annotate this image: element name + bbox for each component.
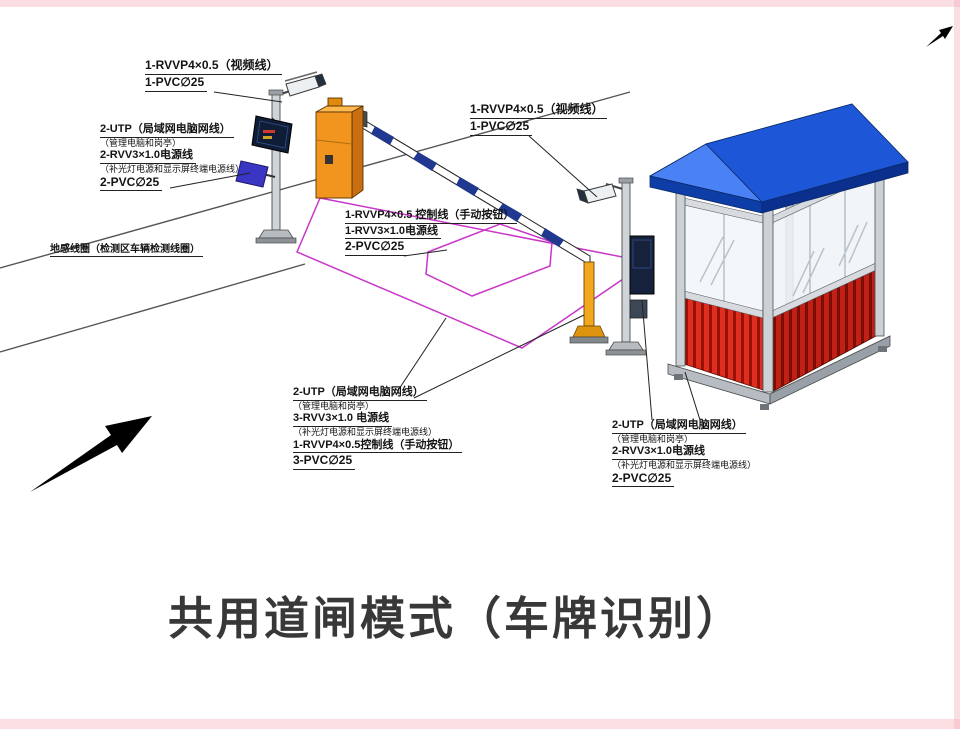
led-display-icon bbox=[251, 115, 293, 154]
cable-note-line: （管理电脑和岗亭） bbox=[612, 433, 694, 444]
label-booth-cables: 2-UTP（局域网电脑网线） （管理电脑和岗亭） 2-RVV3×1.0电源线 （… bbox=[612, 418, 757, 488]
entry-lpr-camera-icon bbox=[284, 71, 327, 97]
cable-spec-line: 2-PVC∅25 bbox=[100, 175, 163, 192]
booth-roof bbox=[648, 103, 909, 214]
booth-columns bbox=[675, 169, 885, 393]
cable-spec-line: 2-UTP（局域网电脑网线） bbox=[612, 418, 746, 434]
corner-arrow-icon bbox=[926, 26, 953, 47]
cable-spec-line: 2-RVV3×1.0电源线 bbox=[100, 148, 197, 164]
boom-stripes bbox=[371, 126, 564, 247]
cable-note-line: （补光灯电源和显示屏终端电源线） bbox=[100, 163, 245, 174]
label-exit-pole-cables: 2-UTP（局域网电脑网线） （管理电脑和岗亭） 3-RVV3×1.0 电源线 … bbox=[293, 385, 463, 470]
cable-spec-line: 1-RVVP4×0.5 控制线（手动按钮） bbox=[345, 208, 518, 224]
entry-pole bbox=[271, 93, 281, 231]
detection-zone-outline bbox=[296, 197, 650, 349]
cable-spec-line: 1-RVVP4×0.5（视频线） bbox=[470, 102, 607, 119]
barrier-cabinet bbox=[315, 97, 364, 199]
exit-lpr-camera-icon bbox=[576, 183, 617, 204]
cable-spec-line: 1-RVVP4×0.5（视频线） bbox=[145, 58, 282, 75]
barrier-gate bbox=[315, 97, 609, 344]
detection-area bbox=[296, 197, 650, 349]
leader-lines bbox=[169, 91, 701, 421]
guard-booth bbox=[648, 103, 909, 410]
label-entry-camera-cables: 1-RVVP4×0.5（视频线） 1-PVC∅25 bbox=[145, 58, 282, 92]
booth-base bbox=[667, 335, 891, 410]
window-glare-lines bbox=[699, 221, 868, 297]
cable-spec-line: 1-RVVP4×0.5控制线（手动按钮） bbox=[293, 438, 463, 454]
entry-camera-pole bbox=[235, 71, 327, 244]
road-lines bbox=[0, 91, 631, 353]
cable-spec-line: 3-PVC∅25 bbox=[293, 453, 356, 470]
cable-spec-line: 1-PVC∅25 bbox=[145, 75, 208, 92]
ground-loop-coil bbox=[425, 223, 553, 297]
entry-pole-base bbox=[258, 229, 294, 239]
label-barrier-cables: 1-RVVP4×0.5 控制线（手动按钮） 1-RVV3×1.0电源线 2-PV… bbox=[345, 208, 518, 256]
exit-camera-pole bbox=[576, 177, 655, 356]
cable-note-line: （管理电脑和岗亭） bbox=[293, 400, 375, 411]
exit-pole bbox=[621, 181, 631, 343]
diagram-title: 共用道闸模式（车牌识别） bbox=[168, 593, 745, 644]
cable-note-line: （补光灯电源和显示屏终端电源线） bbox=[612, 459, 757, 470]
ground-loop-note: 地感线圈（检测区车辆检测线圈） bbox=[50, 243, 203, 258]
boom-support-post bbox=[569, 261, 609, 344]
cable-spec-line: 2-PVC∅25 bbox=[612, 471, 675, 488]
cable-spec-line: 1-PVC∅25 bbox=[470, 119, 533, 136]
flood-light-icon bbox=[235, 160, 276, 188]
cable-spec-line: 2-UTP（局域网电脑网线） bbox=[100, 122, 234, 138]
cable-spec-line: 2-UTP（局域网电脑网线） bbox=[293, 385, 427, 401]
label-entry-pole-cables: 2-UTP（局域网电脑网线） （管理电脑和岗亭） 2-RVV3×1.0电源线 （… bbox=[100, 122, 245, 192]
direction-arrow-icon bbox=[30, 416, 152, 492]
exit-pole-base bbox=[608, 341, 644, 351]
cable-note-line: （管理电脑和岗亭） bbox=[100, 137, 182, 148]
cable-spec-line: 3-RVV3×1.0 电源线 bbox=[293, 411, 393, 427]
cable-spec-line: 2-RVV3×1.0电源线 bbox=[612, 444, 709, 460]
control-box-icon bbox=[629, 235, 655, 319]
road-line-far bbox=[0, 91, 631, 269]
label-ground-loop: 地感线圈（检测区车辆检测线圈） bbox=[50, 243, 203, 258]
cable-note-line: （补光灯电源和显示屏终端电源线） bbox=[293, 426, 438, 437]
cable-spec-line: 2-PVC∅25 bbox=[345, 239, 408, 256]
label-exit-camera-cables: 1-RVVP4×0.5（视频线） 1-PVC∅25 bbox=[470, 102, 607, 136]
road-line-near bbox=[0, 263, 306, 353]
cable-spec-line: 1-RVV3×1.0电源线 bbox=[345, 224, 442, 240]
